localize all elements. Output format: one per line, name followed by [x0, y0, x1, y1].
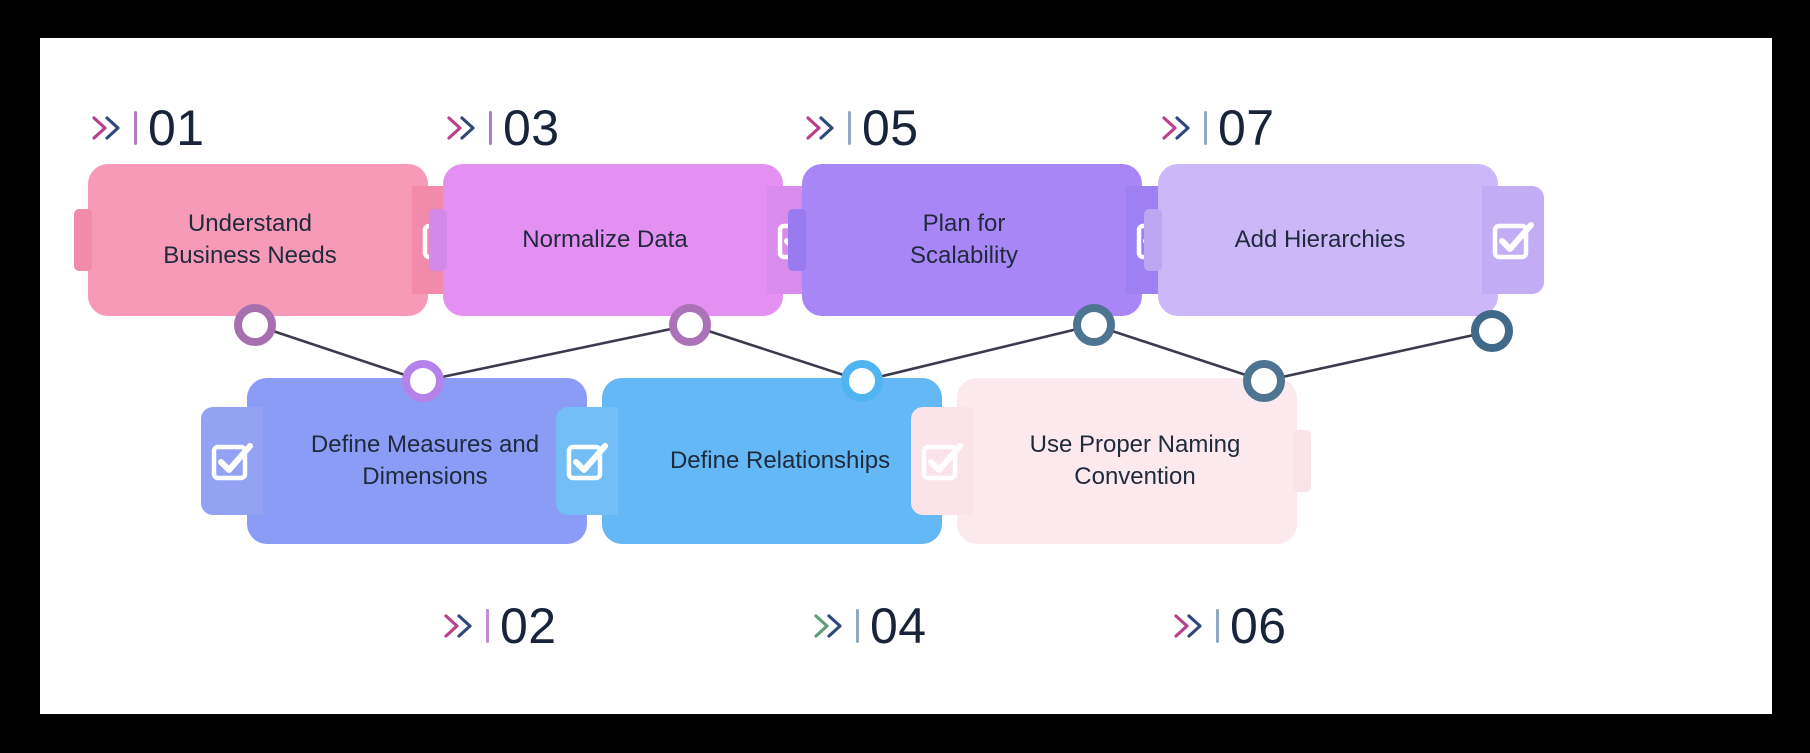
step-card-07[interactable]: Add Hierarchies	[1144, 164, 1544, 316]
checkbox-checked-icon	[911, 407, 973, 515]
double-chevron-right-icon	[810, 609, 850, 643]
step-card-label: Add Hierarchies	[1234, 226, 1406, 254]
step-number-text: 07	[1218, 100, 1275, 156]
checkbox-checked-icon	[201, 407, 263, 515]
double-chevron-right-icon	[443, 111, 483, 145]
step-card-side-tab	[74, 209, 92, 271]
step-node-04	[841, 360, 883, 402]
number-divider	[489, 111, 492, 145]
step-node-03	[669, 304, 711, 346]
step-node-01	[234, 304, 276, 346]
step-node-06	[1243, 360, 1285, 402]
step-number-03: 03	[443, 100, 560, 156]
step-number-02: 02	[440, 598, 557, 654]
checkbox-checked-icon	[556, 407, 618, 515]
step-card-label: Define Relationships	[669, 447, 891, 475]
step-card-side-tab	[429, 209, 447, 271]
step-number-06: 06	[1170, 598, 1287, 654]
step-number-text: 02	[500, 598, 557, 654]
double-chevron-right-icon	[88, 111, 128, 145]
step-node-02	[402, 360, 444, 402]
step-card-03[interactable]: Normalize Data	[429, 164, 829, 316]
step-number-text: 03	[503, 100, 560, 156]
step-card-side-tab	[1144, 209, 1162, 271]
step-number-text: 05	[862, 100, 919, 156]
number-divider	[856, 609, 859, 643]
step-card-side-tab	[788, 209, 806, 271]
number-divider	[486, 609, 489, 643]
double-chevron-right-icon	[440, 609, 480, 643]
number-divider	[848, 111, 851, 145]
double-chevron-right-icon	[802, 111, 842, 145]
number-divider	[1204, 111, 1207, 145]
step-number-text: 06	[1230, 598, 1287, 654]
step-number-05: 05	[802, 100, 919, 156]
number-divider	[1216, 609, 1219, 643]
step-number-04: 04	[810, 598, 927, 654]
step-card-04[interactable]: Define Relationships	[556, 378, 956, 544]
checkbox-checked-icon	[1482, 186, 1544, 294]
step-number-text: 04	[870, 598, 927, 654]
step-card-side-tab	[1293, 430, 1311, 492]
step-number-text: 01	[148, 100, 205, 156]
double-chevron-right-icon	[1170, 609, 1210, 643]
step-node-07	[1471, 310, 1513, 352]
step-card-label: Normalize Data	[522, 226, 688, 254]
step-number-01: 01	[88, 100, 205, 156]
number-divider	[134, 111, 137, 145]
step-node-05	[1073, 304, 1115, 346]
double-chevron-right-icon	[1158, 111, 1198, 145]
step-number-07: 07	[1158, 100, 1275, 156]
